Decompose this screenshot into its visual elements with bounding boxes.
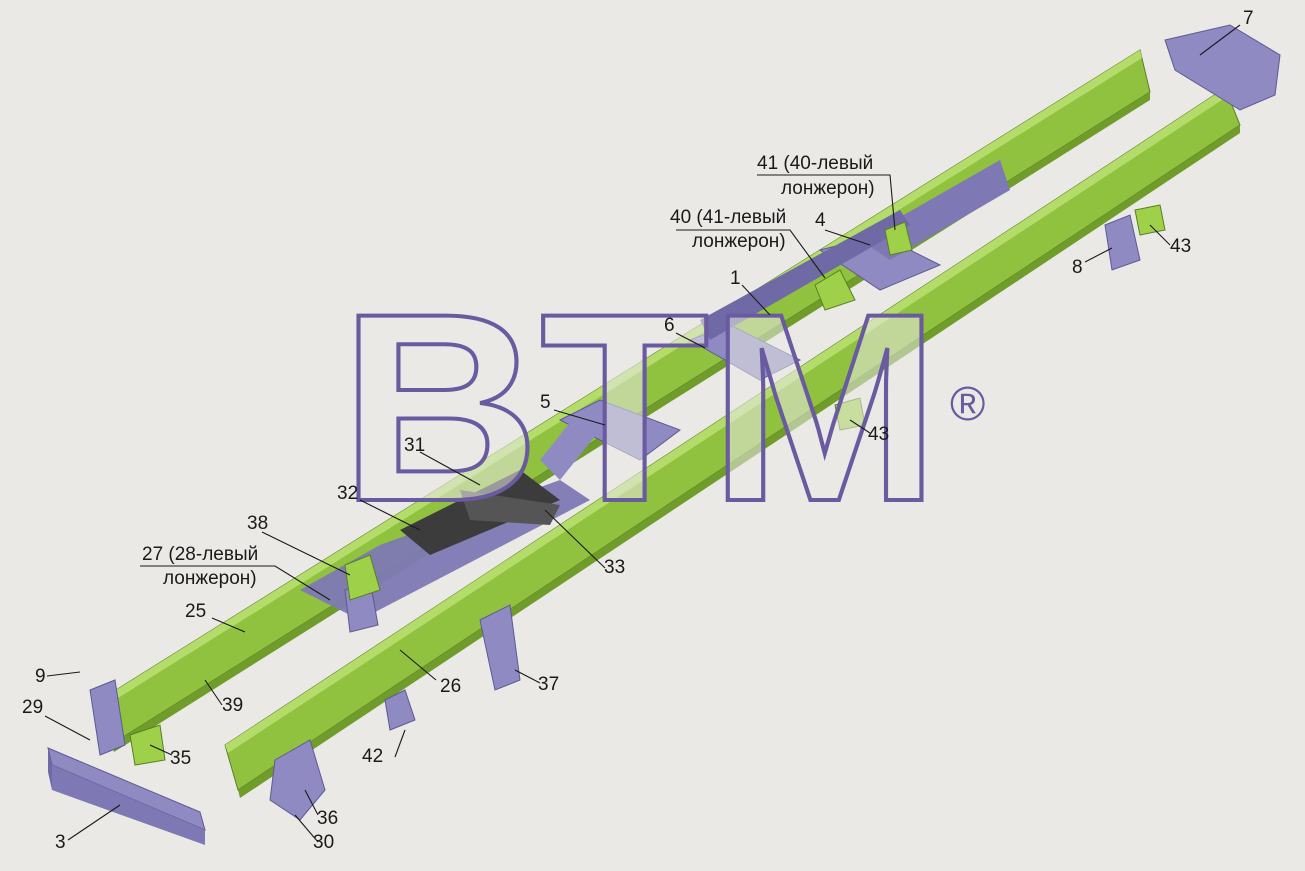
label-29: 29 [22,697,43,718]
label-1: 1 [730,268,741,289]
label-25: 25 [185,601,206,622]
label-27-line2: лонжерон) [163,568,257,589]
rear-crossmember [1164,24,1281,111]
label-27-line1: 27 (28-левый [142,544,258,565]
label-35: 35 [170,748,191,769]
label-37: 37 [538,674,559,695]
label-7: 7 [1243,8,1254,29]
label-8: 8 [1072,257,1083,278]
label-6: 6 [664,315,675,336]
label-33: 33 [604,557,625,578]
callout-labels: 1 3 4 5 6 7 8 9 25 26 27 (28-левый лонже… [22,8,1254,853]
label-41-line1: 41 (40-левый [757,153,873,174]
label-31: 31 [404,435,425,456]
label-43-rear: 43 [1170,236,1191,257]
label-40-line1: 40 (41-левый [670,207,786,228]
center-plates [400,470,560,555]
label-5: 5 [540,392,551,413]
label-9: 9 [35,666,46,687]
label-4: 4 [815,210,826,231]
label-36: 36 [317,808,338,829]
watermark-text: BTM [340,257,940,557]
label-42: 42 [362,746,383,767]
label-3: 3 [55,832,66,853]
green-brackets [129,204,1166,766]
registered-mark: ® [950,378,985,431]
front-bracket [89,679,126,756]
label-30: 30 [313,832,334,853]
label-43-middle: 43 [868,424,889,445]
label-39: 39 [222,695,243,716]
btm-watermark: BTM ® [338,255,985,559]
label-41-line2: лонжерон) [781,178,875,199]
label-26: 26 [440,676,461,697]
front-bumper-crossmember [47,747,206,845]
label-38: 38 [247,513,268,534]
leader-lines [44,24,1241,843]
label-40-line2: лонжерон) [692,231,786,252]
label-32: 32 [337,483,358,504]
